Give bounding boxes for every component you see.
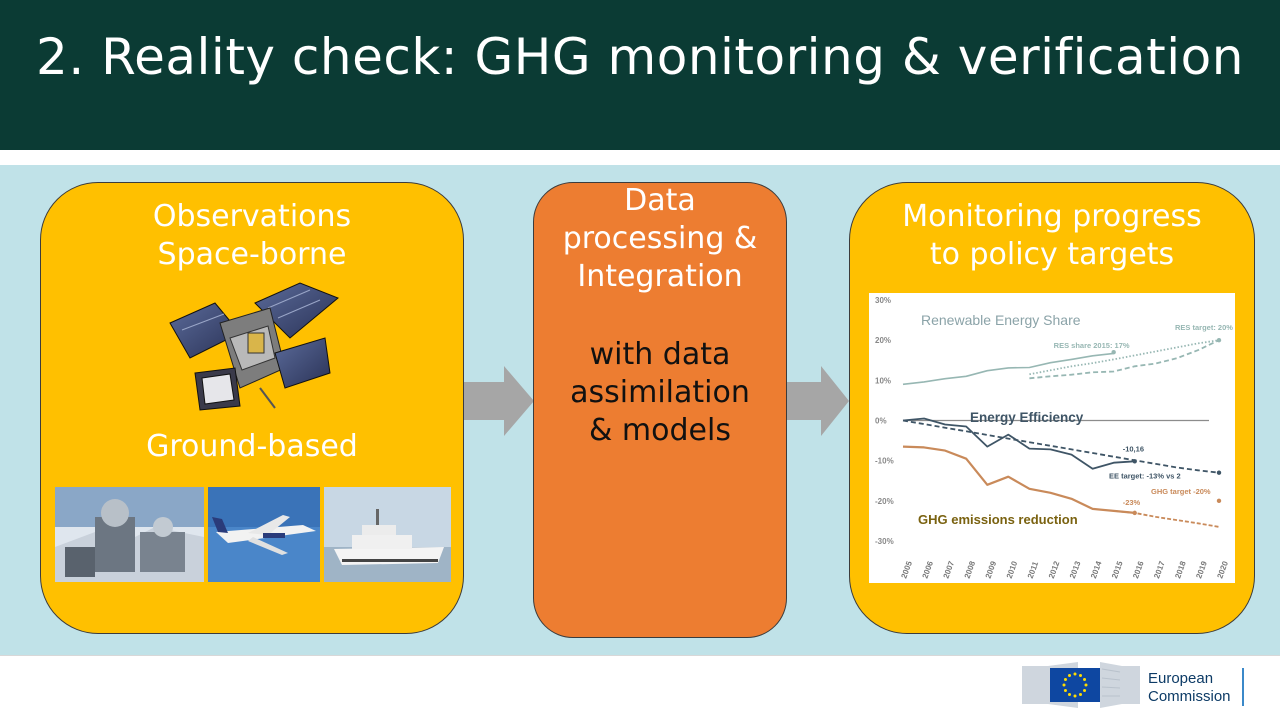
series-line-ghg_trajectory	[1113, 510, 1220, 528]
x-tick-label: 2006	[920, 559, 935, 579]
y-tick-label: 20%	[875, 336, 891, 345]
middle-line-1: Data	[624, 183, 696, 218]
x-tick-label: 2011	[1026, 560, 1041, 580]
x-tick-label: 2016	[1131, 559, 1146, 579]
series-label-ee: Energy Efficiency	[970, 410, 1084, 425]
policy-targets-chart-box: 30% 20% 10% 0% -10% -20% -30% 2005 2006 2007 2008 2…	[869, 293, 1235, 583]
y-tick-label: -10%	[875, 457, 894, 466]
x-tick-label: 2005	[899, 559, 914, 579]
eu-star	[1083, 689, 1087, 692]
annotation-label: RES share 2015: 17%	[1054, 341, 1130, 350]
org-name-line-2: Commission	[1148, 688, 1231, 705]
annotation-marker	[1132, 510, 1137, 516]
annotation-marker	[1216, 470, 1222, 475]
airplane-photo	[208, 487, 320, 582]
middle-line-5: assimilation	[570, 375, 750, 410]
data-processing-panel	[533, 182, 787, 638]
satellite-image	[169, 282, 339, 411]
x-tick-label: 2010	[1005, 559, 1020, 579]
eu-star	[1079, 673, 1082, 677]
x-tick-label: 2020	[1215, 559, 1230, 579]
series-line-ghg_actual	[902, 445, 1135, 514]
annotation-label: GHG target -20%	[1151, 487, 1211, 496]
annotation-marker	[1111, 350, 1116, 355]
org-name-line-1: European	[1148, 670, 1214, 687]
y-tick-label: 10%	[875, 376, 891, 385]
eu-star	[1063, 678, 1067, 681]
y-tick-label: -20%	[875, 497, 894, 506]
y-tick-label: 30%	[875, 296, 891, 305]
annotation-label: -10,16	[1123, 444, 1144, 453]
x-tick-label: 2009	[984, 559, 999, 579]
research-ship-photo	[324, 487, 451, 582]
x-tick-label: 2012	[1047, 559, 1062, 579]
footer-accent-bar	[1242, 668, 1244, 706]
annotation-label: EE target: -13% vs 2	[1109, 472, 1181, 481]
middle-line-4: with data	[589, 337, 731, 372]
x-tick-label: 2015	[1110, 559, 1125, 579]
series-line-ee_trend	[902, 419, 1220, 474]
eu-star	[1073, 672, 1077, 676]
x-tick-label: 2018	[1173, 559, 1188, 579]
space-borne-heading: Space-borne	[157, 237, 347, 272]
x-tick-label: 2013	[1068, 559, 1083, 579]
eu-star	[1063, 689, 1067, 692]
arrow-right-icon	[787, 366, 849, 436]
observations-heading: Observations	[152, 199, 352, 234]
eu-flag-logo	[1022, 662, 1140, 708]
y-tick-label: -30%	[875, 537, 894, 546]
eu-star	[1068, 673, 1071, 677]
series-line-res_trajectory_dashed	[1029, 339, 1220, 380]
eu-star	[1084, 683, 1088, 687]
eu-star	[1068, 693, 1071, 697]
ground-based-label: Ground-based	[146, 429, 358, 464]
x-tick-label: 2017	[1152, 559, 1167, 579]
series-line-res_actual	[902, 352, 1114, 386]
policy-targets-chart: 30% 20% 10% 0% -10% -20% -30% 2005 2006 2007 2008 2…	[875, 296, 1233, 580]
eu-star	[1083, 678, 1087, 681]
y-tick-label: 0%	[875, 417, 887, 426]
header-bar	[0, 0, 1280, 150]
annotation-label: RES target: 20%	[1175, 323, 1233, 332]
series-line-ee_actual	[902, 417, 1135, 470]
eu-star	[1079, 693, 1082, 697]
footer-divider	[0, 655, 1280, 656]
annotation-marker	[1132, 459, 1137, 464]
eu-star	[1073, 694, 1077, 698]
x-tick-label: 2014	[1089, 559, 1104, 579]
annotation-label: -23%	[1123, 498, 1141, 507]
series-label-res: Renewable Energy Share	[921, 312, 1081, 328]
series-label-ghg: GHG emissions reduction	[918, 512, 1078, 527]
series-line-res_trajectory_dotted	[1029, 339, 1220, 376]
middle-line-3: Integration	[577, 259, 743, 294]
x-tick-label: 2019	[1194, 559, 1209, 579]
page-title: 2. Reality check: GHG monitoring & verif…	[36, 28, 1244, 86]
eu-star	[1062, 683, 1066, 687]
observatory-photo	[55, 487, 204, 582]
x-tick-label: 2007	[942, 559, 957, 579]
annotation-marker	[1216, 337, 1222, 343]
annotation-marker	[1216, 498, 1222, 504]
monitoring-heading-1: Monitoring progress	[902, 199, 1202, 234]
x-tick-label: 2008	[963, 559, 978, 579]
middle-line-2: processing &	[562, 221, 758, 256]
arrow-right-icon	[464, 366, 534, 436]
monitoring-heading-2: to policy targets	[929, 237, 1175, 272]
middle-line-6: & models	[589, 413, 731, 448]
